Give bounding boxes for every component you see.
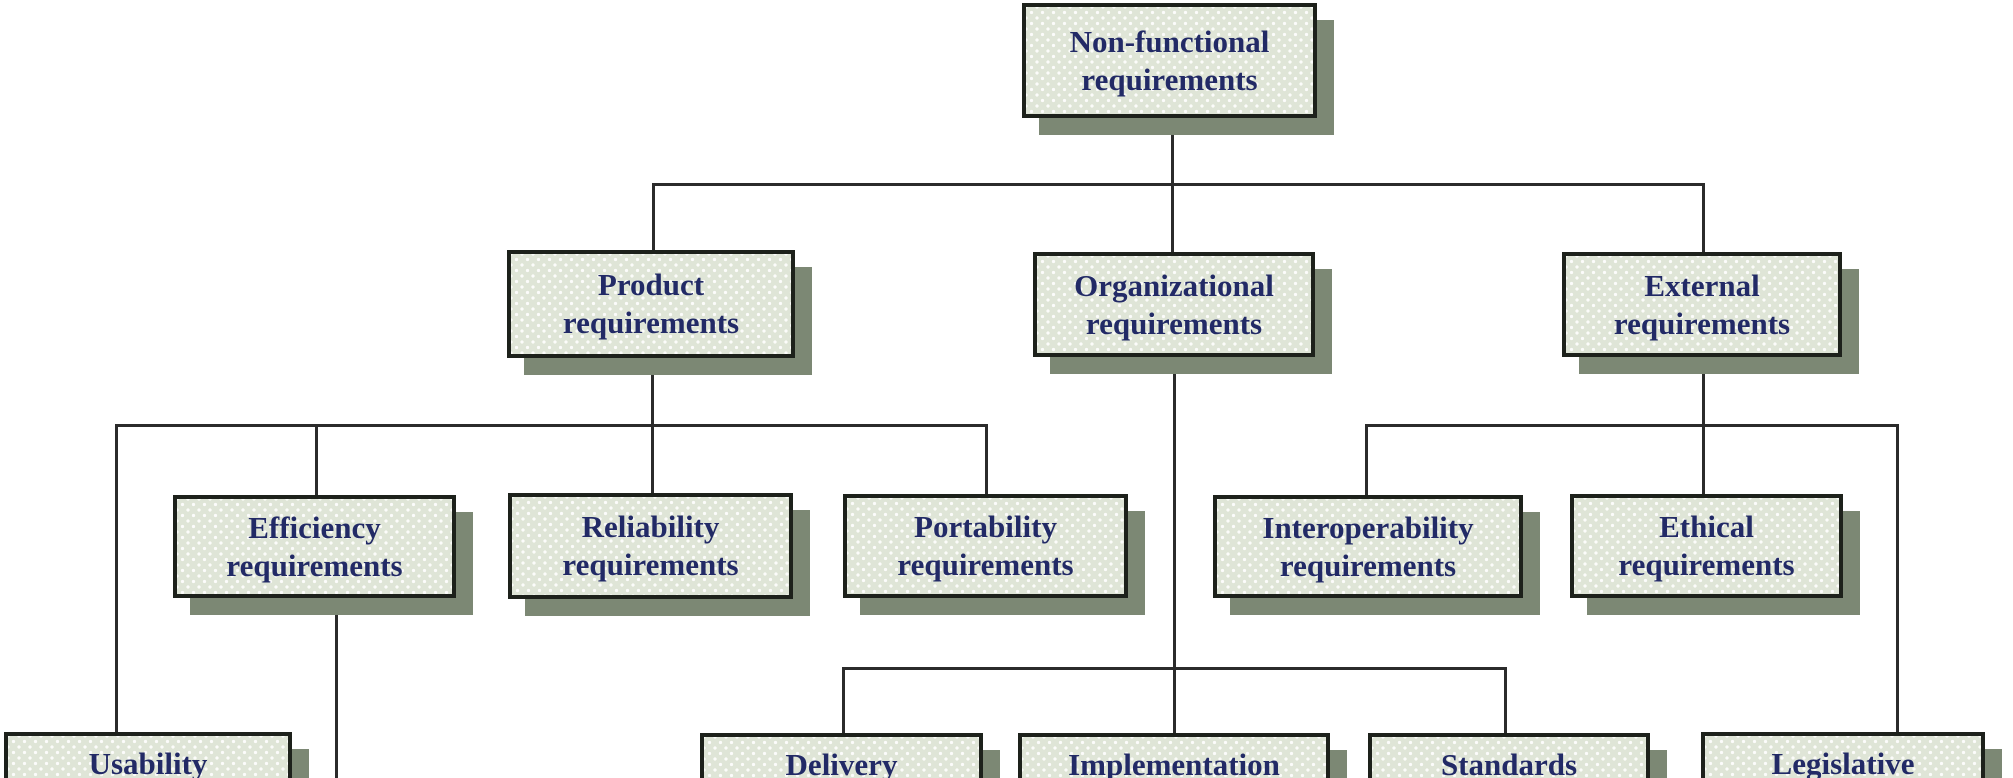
- connector-line: [335, 597, 338, 778]
- node-label: requirements: [1618, 547, 1795, 582]
- node-legislative: Legislative: [1701, 732, 1985, 778]
- connector-line: [315, 424, 318, 497]
- node-label: Usability: [88, 746, 208, 778]
- node-label: Ethical: [1659, 509, 1754, 544]
- connector-line: [1173, 357, 1176, 735]
- connector-line: [1171, 118, 1174, 254]
- node-label: Legislative: [1771, 746, 1915, 778]
- node-label: Non-functional: [1069, 23, 1270, 59]
- node-label: requirements: [562, 547, 739, 582]
- node-label: Implementation: [1068, 747, 1280, 778]
- connector-line: [115, 424, 118, 734]
- node-label: Standards: [1440, 747, 1578, 778]
- connector-line: [1504, 667, 1507, 735]
- connector-line: [1365, 424, 1368, 497]
- node-label: External: [1644, 267, 1760, 303]
- connector-line: [1702, 357, 1705, 496]
- node-usability: Usability: [4, 732, 292, 778]
- connector-line: [842, 667, 845, 735]
- connector-line: [1702, 183, 1705, 254]
- connector-line: [985, 424, 988, 496]
- node-label: Delivery: [785, 747, 898, 778]
- node-label: Reliability: [581, 509, 720, 544]
- node-label: requirements: [1085, 305, 1263, 341]
- connector-line: [115, 424, 987, 427]
- connector-line: [1365, 424, 1898, 427]
- connector-line: [652, 183, 655, 252]
- node-label: Portability: [914, 509, 1057, 544]
- connector-line: [1896, 424, 1899, 734]
- node-implementation: Implementation: [1018, 733, 1330, 778]
- node-label: requirements: [226, 547, 403, 583]
- node-label: Efficiency: [248, 509, 381, 545]
- connector-line: [652, 183, 1705, 186]
- node-delivery: Delivery: [700, 733, 983, 778]
- node-label: Interoperability: [1262, 509, 1474, 545]
- connector-line: [651, 357, 654, 495]
- node-standards: Standards: [1368, 733, 1650, 778]
- node-label: Product: [597, 267, 705, 302]
- node-label: requirements: [1613, 305, 1791, 341]
- node-label: requirements: [562, 305, 740, 340]
- node-label: requirements: [1081, 61, 1258, 97]
- node-label: Organizational: [1074, 267, 1274, 303]
- node-label: requirements: [897, 547, 1074, 582]
- node-label: requirements: [1279, 547, 1457, 583]
